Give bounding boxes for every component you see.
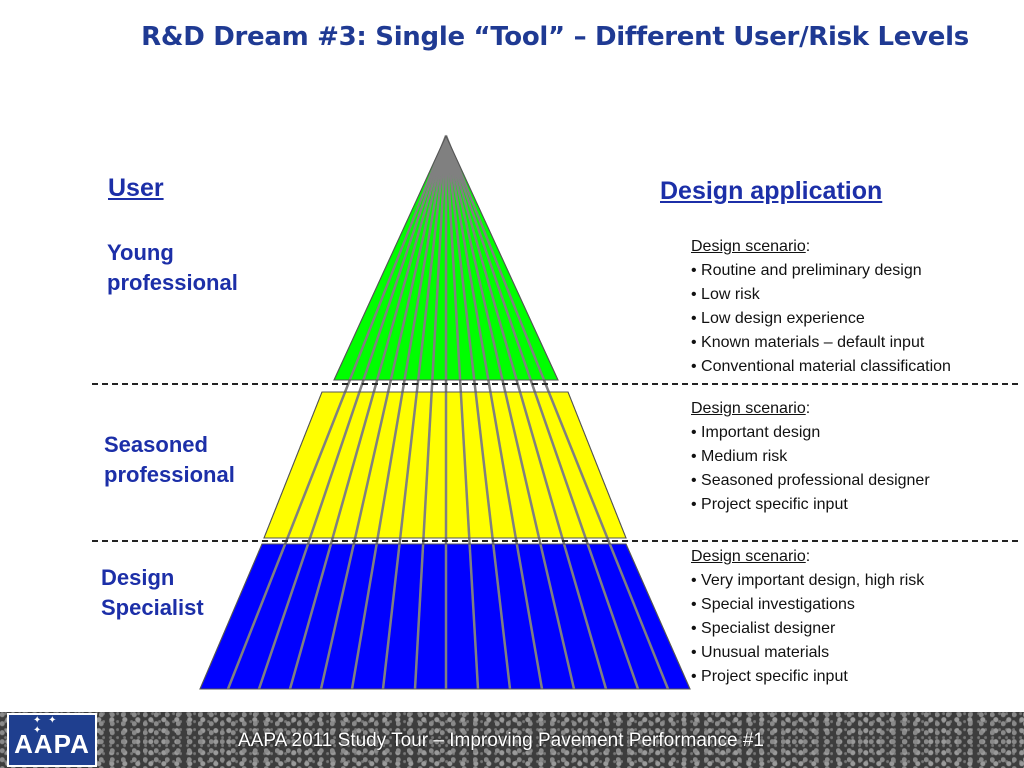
footer-bar	[0, 712, 1024, 768]
user-level-seasoned-professional: Seasoned professional	[104, 432, 235, 487]
scenario-heading-label: Design scenario	[691, 238, 806, 255]
scenario-item: Low risk	[691, 283, 951, 307]
design-application-heading: Design application	[660, 177, 883, 205]
scenario-item: Specialist designer	[691, 617, 924, 641]
scenario-heading: Design scenario:	[691, 545, 924, 569]
scenario-item: Special investigations	[691, 593, 924, 617]
scenario-item: Low design experience	[691, 307, 951, 331]
tier-divider-1	[92, 383, 1018, 385]
slide-title: R&D Dream #3: Single “Tool” – Different …	[141, 22, 969, 52]
scenario-item: Very important design, high risk	[691, 569, 924, 593]
design-scenario-specialist: Design scenario: Very important design, …	[691, 545, 924, 689]
southern-cross-stars-icon: ✦ ✦✦	[33, 715, 59, 736]
scenario-item: Project specific input	[691, 493, 930, 517]
design-scenario-young: Design scenario: Routine and preliminary…	[691, 235, 951, 379]
user-level-design-specialist: Design Specialist	[101, 565, 204, 620]
scenario-item: Seasoned professional designer	[691, 469, 930, 493]
scenario-heading-colon: :	[805, 548, 811, 565]
scenario-item: Conventional material classification	[691, 355, 951, 379]
scenario-item: Known materials – default input	[691, 331, 951, 355]
footer-text: AAPA 2011 Study Tour – Improving Pavemen…	[238, 730, 764, 751]
scenario-heading-label: Design scenario	[691, 400, 806, 417]
scenario-heading-colon: :	[805, 238, 811, 255]
scenario-list: Very important design, high risk Special…	[691, 569, 924, 689]
scenario-item: Routine and preliminary design	[691, 259, 951, 283]
user-column-heading: User	[108, 174, 164, 202]
tier-divider-2	[92, 540, 1018, 542]
scenario-heading-colon: :	[805, 400, 811, 417]
scenario-item: Unusual materials	[691, 641, 924, 665]
logo-text: AAPA	[14, 729, 90, 759]
scenario-item: Medium risk	[691, 445, 930, 469]
design-scenario-seasoned: Design scenario: Important design Medium…	[691, 397, 930, 517]
scenario-list: Routine and preliminary design Low risk …	[691, 259, 951, 379]
scenario-heading: Design scenario:	[691, 397, 930, 421]
scenario-heading: Design scenario:	[691, 235, 951, 259]
scenario-item: Important design	[691, 421, 930, 445]
pyramid-ray-lines	[226, 135, 670, 690]
aapa-logo: ✦ ✦✦ AAPA	[7, 713, 97, 767]
scenario-heading-label: Design scenario	[691, 548, 806, 565]
user-level-young-professional: Young professional	[107, 240, 238, 295]
scenario-list: Important design Medium risk Seasoned pr…	[691, 421, 930, 517]
scenario-item: Project specific input	[691, 665, 924, 689]
